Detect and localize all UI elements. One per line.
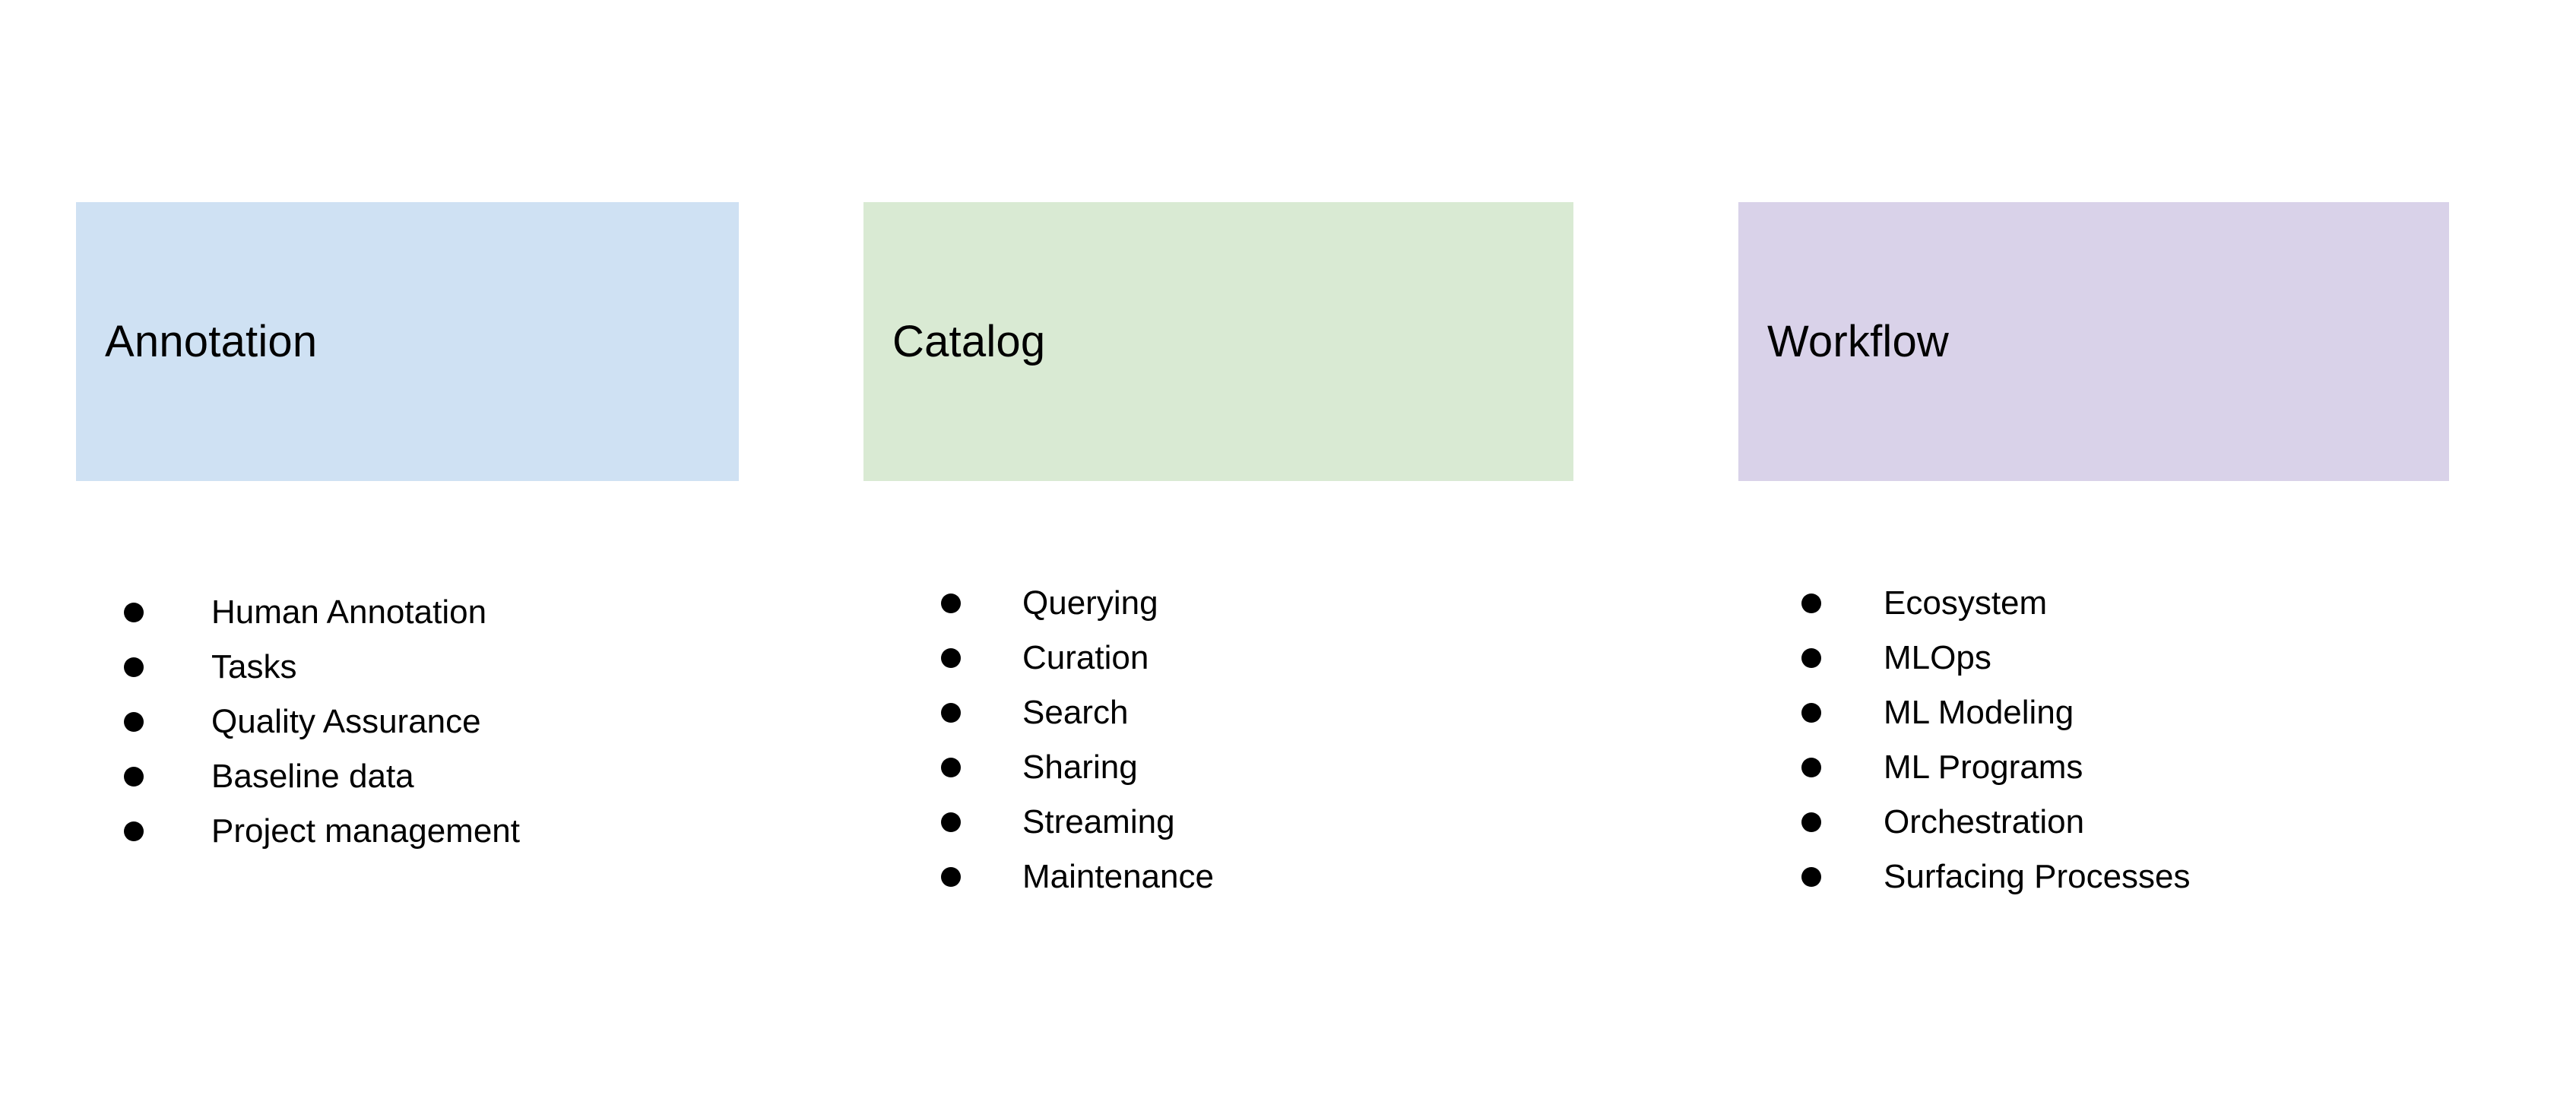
list-item-label: ML Modeling [1884,694,2074,731]
catalog-title: Catalog [892,316,1046,366]
list-item-label: Surfacing Processes [1884,858,2191,895]
list-item-label: Quality Assurance [211,703,481,740]
bullet-circle-icon [124,712,144,732]
bullet-circle-icon [124,603,144,622]
list-item-label: Baseline data [211,758,414,795]
list-item-label: Curation [1022,639,1149,676]
annotation-title: Annotation [105,316,318,366]
bullet-circle-icon [124,767,144,787]
list-item-label: Ecosystem [1884,584,2048,622]
list-item-label: Orchestration [1884,803,2085,840]
list-item-label: Querying [1022,584,1158,622]
list-item-label: Sharing [1022,749,1138,786]
list-item-label: Streaming [1022,803,1175,840]
bullet-circle-icon [941,703,961,723]
bullet-circle-icon [941,812,961,832]
bullet-circle-icon [1801,867,1821,887]
bullet-circle-icon [941,867,961,887]
list-item-label: Search [1022,694,1129,731]
bullet-circle-icon [1801,812,1821,832]
list-item-label: ML Programs [1884,749,2083,786]
column-workflow: Workflow Ecosystem MLOps ML Modeling ML … [1738,0,2449,1111]
bullet-circle-icon [941,758,961,777]
bullet-circle-icon [941,593,961,613]
bullet-circle-icon [941,648,961,668]
list-item-label: Tasks [211,648,297,685]
column-catalog: Catalog Querying Curation Search Sharing… [863,0,1573,1111]
bullet-circle-icon [124,657,144,677]
workflow-banner: Workflow [1738,202,2449,481]
list-item-label: Human Annotation [211,593,487,631]
bullet-circle-icon [1801,593,1821,613]
catalog-banner: Catalog [863,202,1573,481]
list-item-label: Project management [211,812,520,850]
bullet-circle-icon [1801,703,1821,723]
list-item-label: MLOps [1884,639,1991,676]
bullet-circle-icon [124,821,144,841]
bullet-circle-icon [1801,758,1821,777]
list-item-label: Maintenance [1022,858,1214,895]
workflow-title: Workflow [1767,316,1950,366]
bullet-circle-icon [1801,648,1821,668]
annotation-banner: Annotation [76,202,739,481]
column-annotation: Annotation Human Annotation Tasks Qualit… [76,0,739,1111]
